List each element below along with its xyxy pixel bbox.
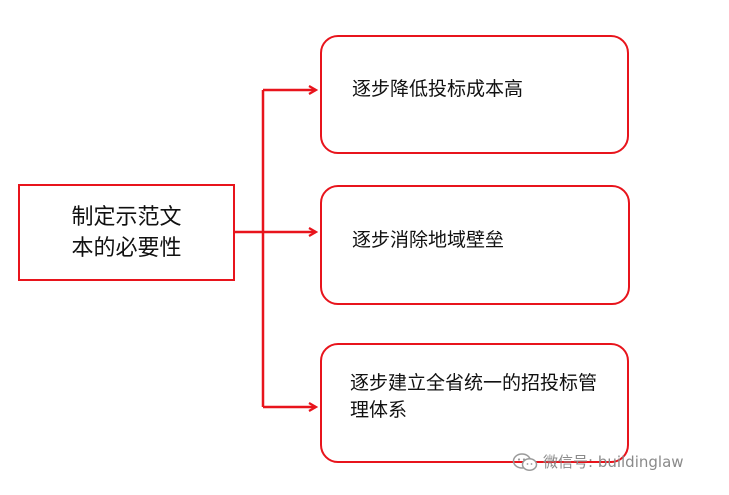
branch-node-2: 逐步消除地域壁垒 [320,185,630,305]
branch-node-2-text: 逐步消除地域壁垒 [352,228,505,251]
root-node-text: 制定示范文 本的必要性 [71,204,182,261]
branch-node-3-text: 逐步建立全省统一的招投标管理体系 [350,372,598,421]
wechat-icon [512,452,538,471]
watermark-text: 微信号: buildinglaw [543,453,684,471]
watermark: 微信号: buildinglaw [512,451,684,472]
branch-node-1: 逐步降低投标成本高 [320,35,629,154]
branch-node-3: 逐步建立全省统一的招投标管理体系 [320,343,629,463]
root-node: 制定示范文 本的必要性 [18,184,235,281]
branch-node-1-text: 逐步降低投标成本高 [352,78,524,100]
